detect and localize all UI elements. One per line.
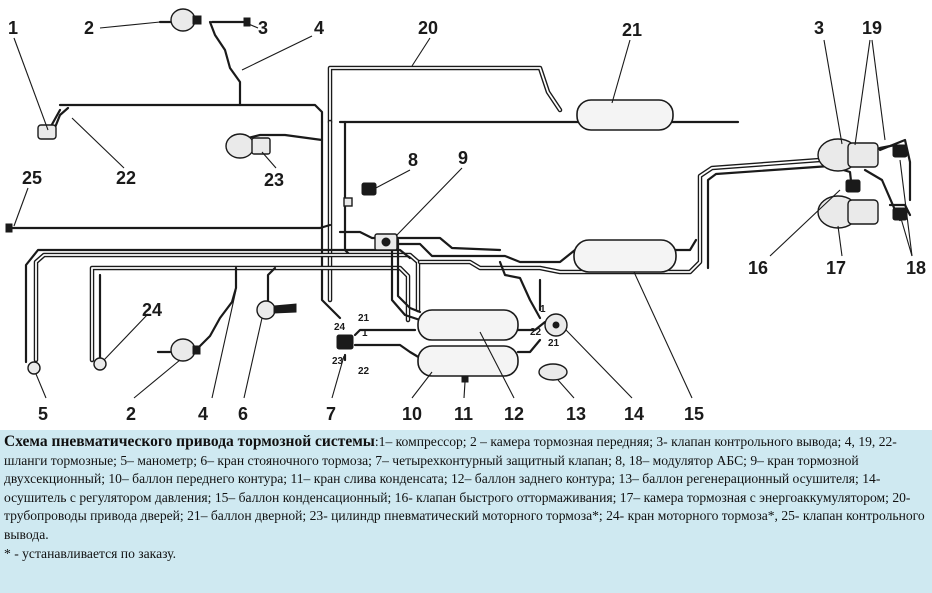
callout-22: 22 [116,168,136,188]
parking-brake-valve [256,300,276,320]
engine-brake-valve [93,357,107,371]
regeneration-tank [538,363,568,381]
port-21-valve: 21 [358,313,370,324]
caption-title: Схема пневматического привода тормозной … [4,433,375,450]
callout-20: 20 [418,18,438,38]
port-1-dryer: 1 [540,304,546,315]
port-24: 24 [334,322,346,333]
callout-14: 14 [624,404,644,424]
callout-16: 16 [748,258,768,278]
callout-3-right: 3 [814,18,824,38]
callout-4-top: 4 [314,18,324,38]
abs-modulator-front [361,182,377,196]
callout-3-top: 3 [258,18,268,38]
compressor [37,124,57,140]
callout-11: 11 [454,404,473,424]
abs-modulator-rear-upper [892,144,908,158]
callout-19: 19 [862,18,882,38]
port-1-valve: 1 [362,328,368,339]
drain-valve [461,375,469,383]
callout-8: 8 [408,150,418,170]
port-21-dryer: 21 [548,338,560,349]
port-22-valve: 22 [358,366,370,377]
callout-5: 5 [38,404,48,424]
port-22-dryer: 22 [530,327,542,338]
callout-12: 12 [504,404,524,424]
callout-4-bottom: 4 [198,404,208,424]
callout-21: 21 [622,20,642,40]
pressure-gauge [27,361,41,375]
callout-2-top: 2 [84,18,94,38]
caption-body: :1– компрессор; 2 – камера тормозная пер… [4,434,925,542]
callout-13: 13 [566,404,586,424]
callout-1: 1 [8,18,18,38]
pipe-network [8,20,912,364]
callout-6: 6 [238,404,248,424]
condensation-tank [573,239,677,273]
legend-caption: Схема пневматического привода тормозной … [0,430,932,593]
callout-9: 9 [458,148,468,168]
callout-7: 7 [326,404,336,424]
quick-release-valve [845,179,861,193]
caption-footnote: * - устанавливается по заказу. [4,545,177,561]
port-23: 23 [332,356,344,367]
abs-modulator-rear-lower [892,207,908,221]
front-brake-chamber-upper [170,8,196,32]
callout-23: 23 [264,170,284,190]
four-circuit-protection-valve [336,334,354,350]
engine-brake-cylinder [225,133,255,159]
callout-25: 25 [22,168,42,188]
front-circuit-tank [417,345,519,377]
callout-10: 10 [402,404,422,424]
pneumatic-brake-diagram: 1 2 3 4 20 21 3 19 22 23 25 8 9 16 17 18… [5,8,927,424]
door-tank [576,99,674,131]
legend-text: Схема пневматического привода тормозной … [4,433,926,545]
callout-18: 18 [906,258,926,278]
callout-labels: 1 2 3 4 20 21 3 19 22 23 25 8 9 16 17 18… [8,18,926,424]
front-brake-chamber-lower [170,338,196,362]
port-labels: 21 24 1 23 22 1 22 21 [332,304,560,377]
components [5,8,908,383]
callout-2-bottom: 2 [126,404,136,424]
callout-15: 15 [684,404,704,424]
leader-lines [13,21,913,399]
callout-24: 24 [142,300,162,320]
control-outlet-valve-left [5,223,13,233]
callout-17: 17 [826,258,846,278]
rear-circuit-tank [417,309,519,341]
diagram-drawing: 1 2 3 4 20 21 3 19 22 23 25 8 9 16 17 18… [5,8,926,424]
